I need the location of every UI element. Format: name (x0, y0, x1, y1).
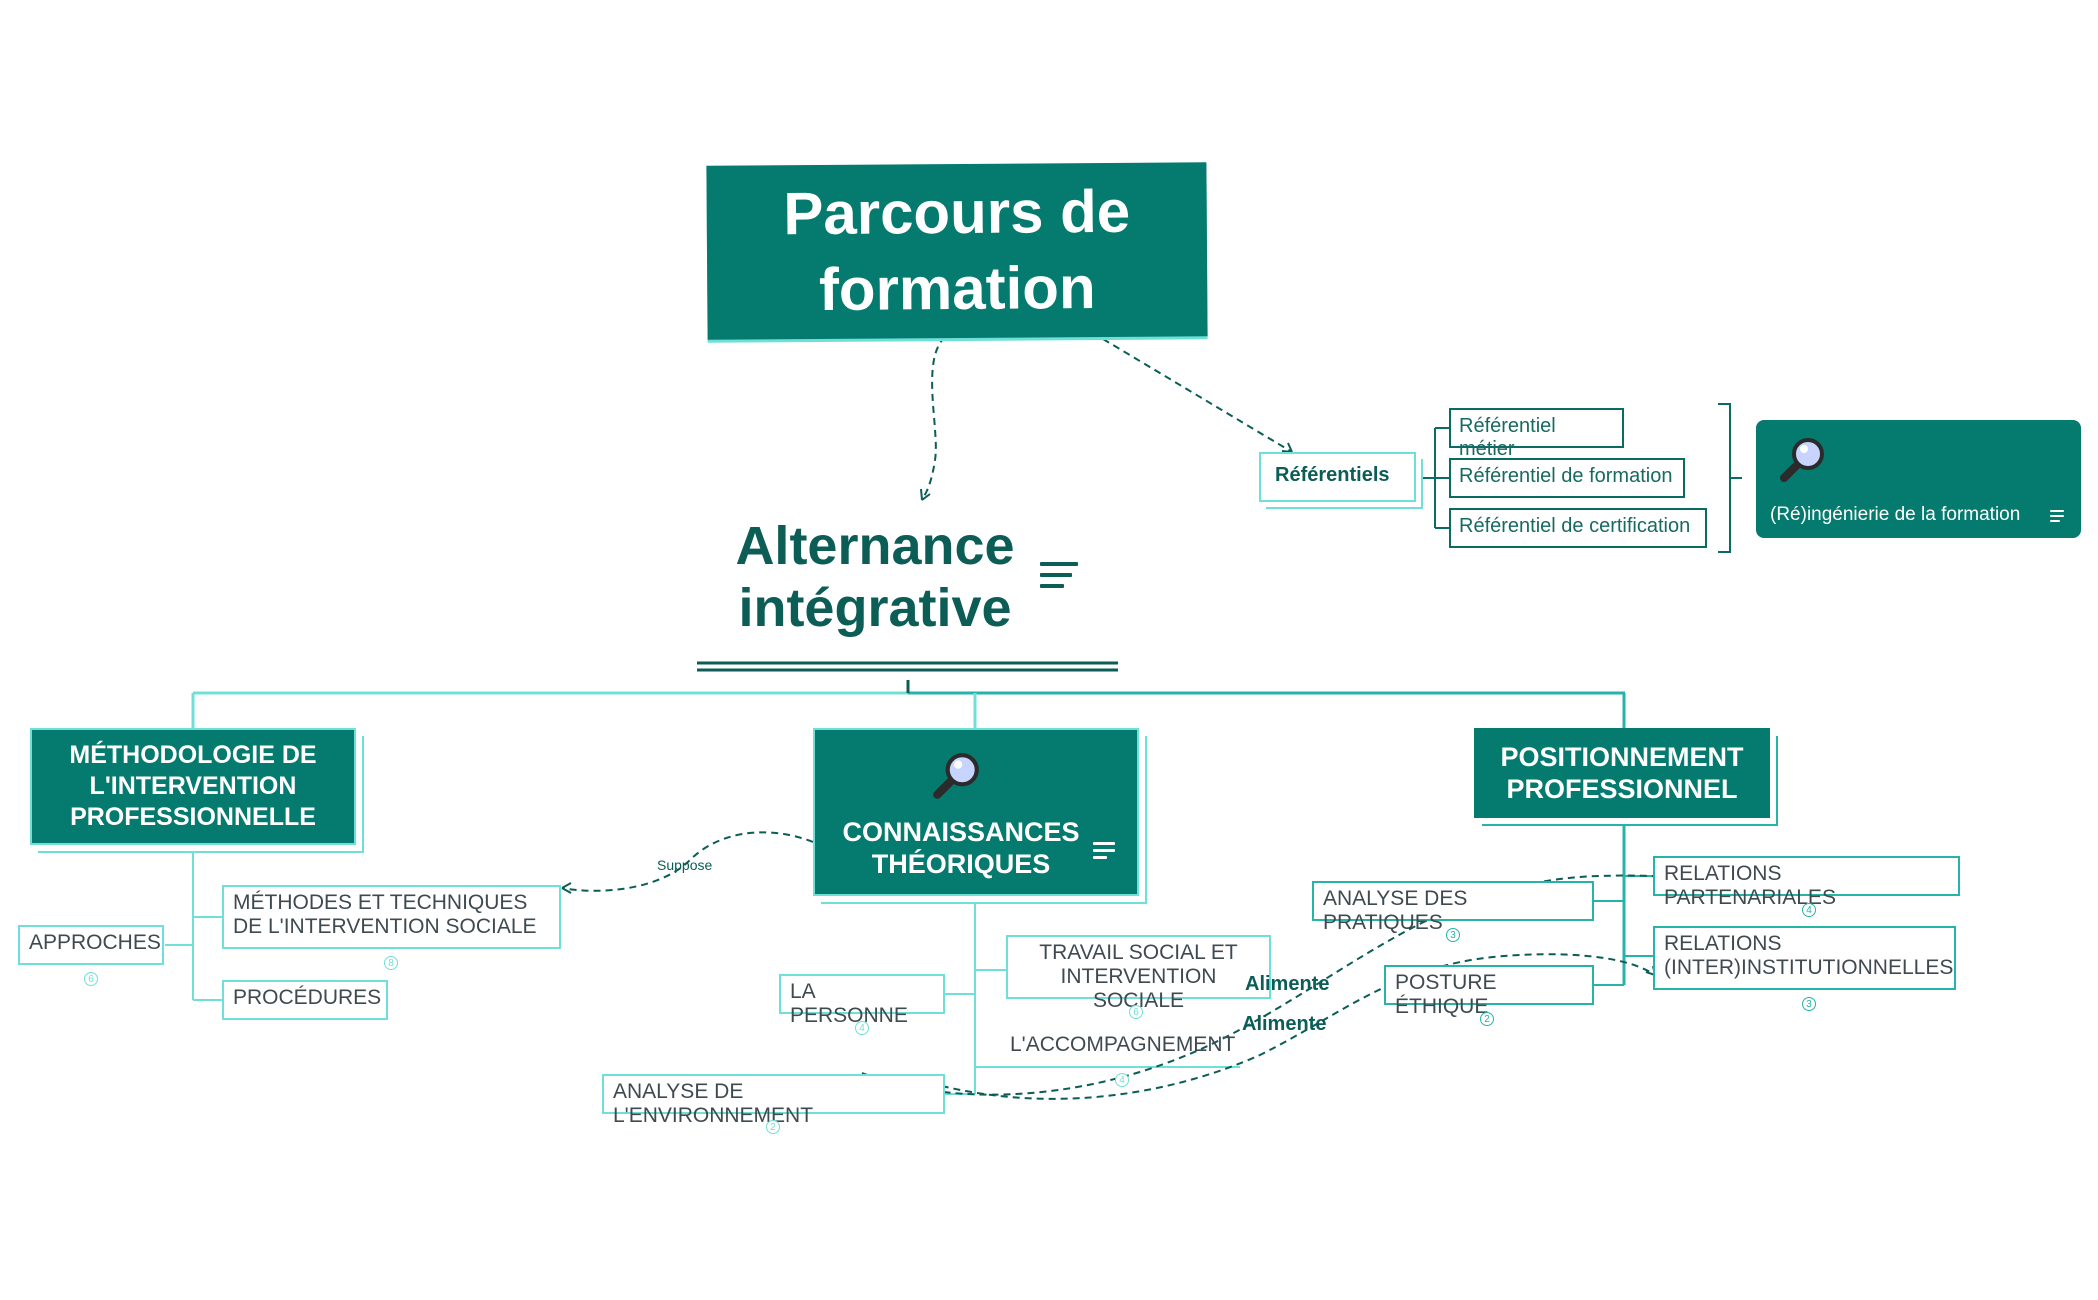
central-title: Alternance intégrative (735, 516, 1015, 638)
connaissances-child-travail-social[interactable]: TRAVAIL SOCIAL ET INTERVENTION SOCIALE (1006, 935, 1271, 1012)
count-badge: 4 (1802, 903, 1816, 917)
partenariales-label: RELATIONS PARTENARIALES (1664, 862, 1836, 909)
analyse-pratiques-label: ANALYSE DES PRATIQUES (1323, 887, 1468, 934)
central-topic[interactable]: Alternance intégrative (690, 515, 1120, 645)
count-badge: 4 (1115, 1073, 1129, 1087)
magnifier-icon (933, 753, 979, 799)
summary-label: (Ré)ingénierie de la formation (1770, 504, 2021, 525)
magnifier-icon (1780, 438, 1824, 482)
procedures-label: PROCÉDURES (233, 986, 382, 1009)
travail-social-label: TRAVAIL SOCIAL ET INTERVENTION SOCIALE (1039, 941, 1238, 1012)
environnement-label: ANALYSE DE L'ENVIRONNEMENT (613, 1080, 814, 1127)
count-badge: 2 (766, 1120, 780, 1134)
positionnement-title: POSITIONNEMENT PROFESSIONNEL (1500, 742, 1744, 804)
accompagnement-label: L'ACCOMPAGNEMENT (1010, 1033, 1236, 1056)
count-badge: 3 (1802, 997, 1816, 1011)
summary-ingenierie[interactable]: (Ré)ingénierie de la formation (1756, 420, 2081, 538)
connaissances-title: CONNAISSANCES THÉORIQUES (842, 817, 1080, 879)
connaissances-child-personne[interactable]: LA PERSONNE (779, 974, 945, 1027)
root-topic[interactable]: Parcours de formation (706, 162, 1208, 340)
approches-label: APPROCHES (29, 931, 161, 954)
connaissances-child-environnement[interactable]: ANALYSE DE L'ENVIRONNEMENT (602, 1074, 945, 1127)
personne-label: LA PERSONNE (790, 980, 908, 1027)
methodologie-title: MÉTHODOLOGIE DE L'INTERVENTION PROFESSIO… (69, 741, 317, 831)
notes-icon[interactable] (1093, 842, 1115, 872)
institutionnelles-label: RELATIONS (INTER)INSTITUTIONNELLES (1664, 932, 1954, 979)
referentiel-certification[interactable]: Référentiel de certification (1449, 508, 1707, 548)
count-badge: 6 (1129, 1005, 1143, 1019)
count-badge: 8 (384, 956, 398, 970)
branch-connaissances[interactable]: CONNAISSANCES THÉORIQUES (813, 728, 1139, 896)
positionnement-child-institutionnelles[interactable]: RELATIONS (INTER)INSTITUTIONNELLES (1653, 926, 1956, 990)
referentiels-node[interactable]: Référentiels (1259, 452, 1416, 502)
methodologie-child-procedures[interactable]: PROCÉDURES (222, 980, 388, 1020)
relation-label-alimente: Alimente (1242, 1013, 1327, 1035)
count-badge: 3 (1446, 928, 1460, 942)
referentiel-formation-label: Référentiel de formation (1459, 465, 1673, 487)
branch-positionnement[interactable]: POSITIONNEMENT PROFESSIONNEL (1474, 728, 1770, 818)
positionnement-child-partenariales[interactable]: RELATIONS PARTENARIALES (1653, 856, 1960, 909)
referentiel-metier[interactable]: Référentiel métier (1449, 408, 1624, 460)
notes-icon[interactable] (2050, 510, 2064, 540)
relation-label-alimente: Alimente (1245, 973, 1330, 995)
count-badge: 2 (1480, 1012, 1494, 1026)
branch-methodologie[interactable]: MÉTHODOLOGIE DE L'INTERVENTION PROFESSIO… (30, 728, 356, 845)
positionnement-child-analyse-pratiques[interactable]: ANALYSE DES PRATIQUES (1312, 881, 1594, 934)
methodes-label: MÉTHODES ET TECHNIQUES DE L'INTERVENTION… (233, 891, 537, 938)
referentiels-label: Référentiels (1275, 464, 1390, 486)
notes-icon[interactable] (1040, 562, 1078, 592)
methodologie-child-approches[interactable]: APPROCHES (18, 925, 164, 965)
positionnement-child-posture[interactable]: POSTURE ÉTHIQUE (1384, 965, 1594, 1018)
relation-label-suppose: Suppose (657, 857, 713, 873)
connaissances-child-accompagnement[interactable]: L'ACCOMPAGNEMENT (1010, 1033, 1240, 1063)
methodologie-child-methodes[interactable]: MÉTHODES ET TECHNIQUES DE L'INTERVENTION… (222, 885, 561, 949)
posture-label: POSTURE ÉTHIQUE (1395, 971, 1497, 1018)
referentiel-certification-label: Référentiel de certification (1459, 515, 1691, 537)
referentiel-metier-label: Référentiel métier (1459, 415, 1556, 460)
count-badge: 6 (84, 972, 98, 986)
count-badge: 4 (855, 1021, 869, 1035)
referentiel-formation[interactable]: Référentiel de formation (1449, 458, 1685, 498)
root-title: Parcours de formation (783, 177, 1131, 323)
